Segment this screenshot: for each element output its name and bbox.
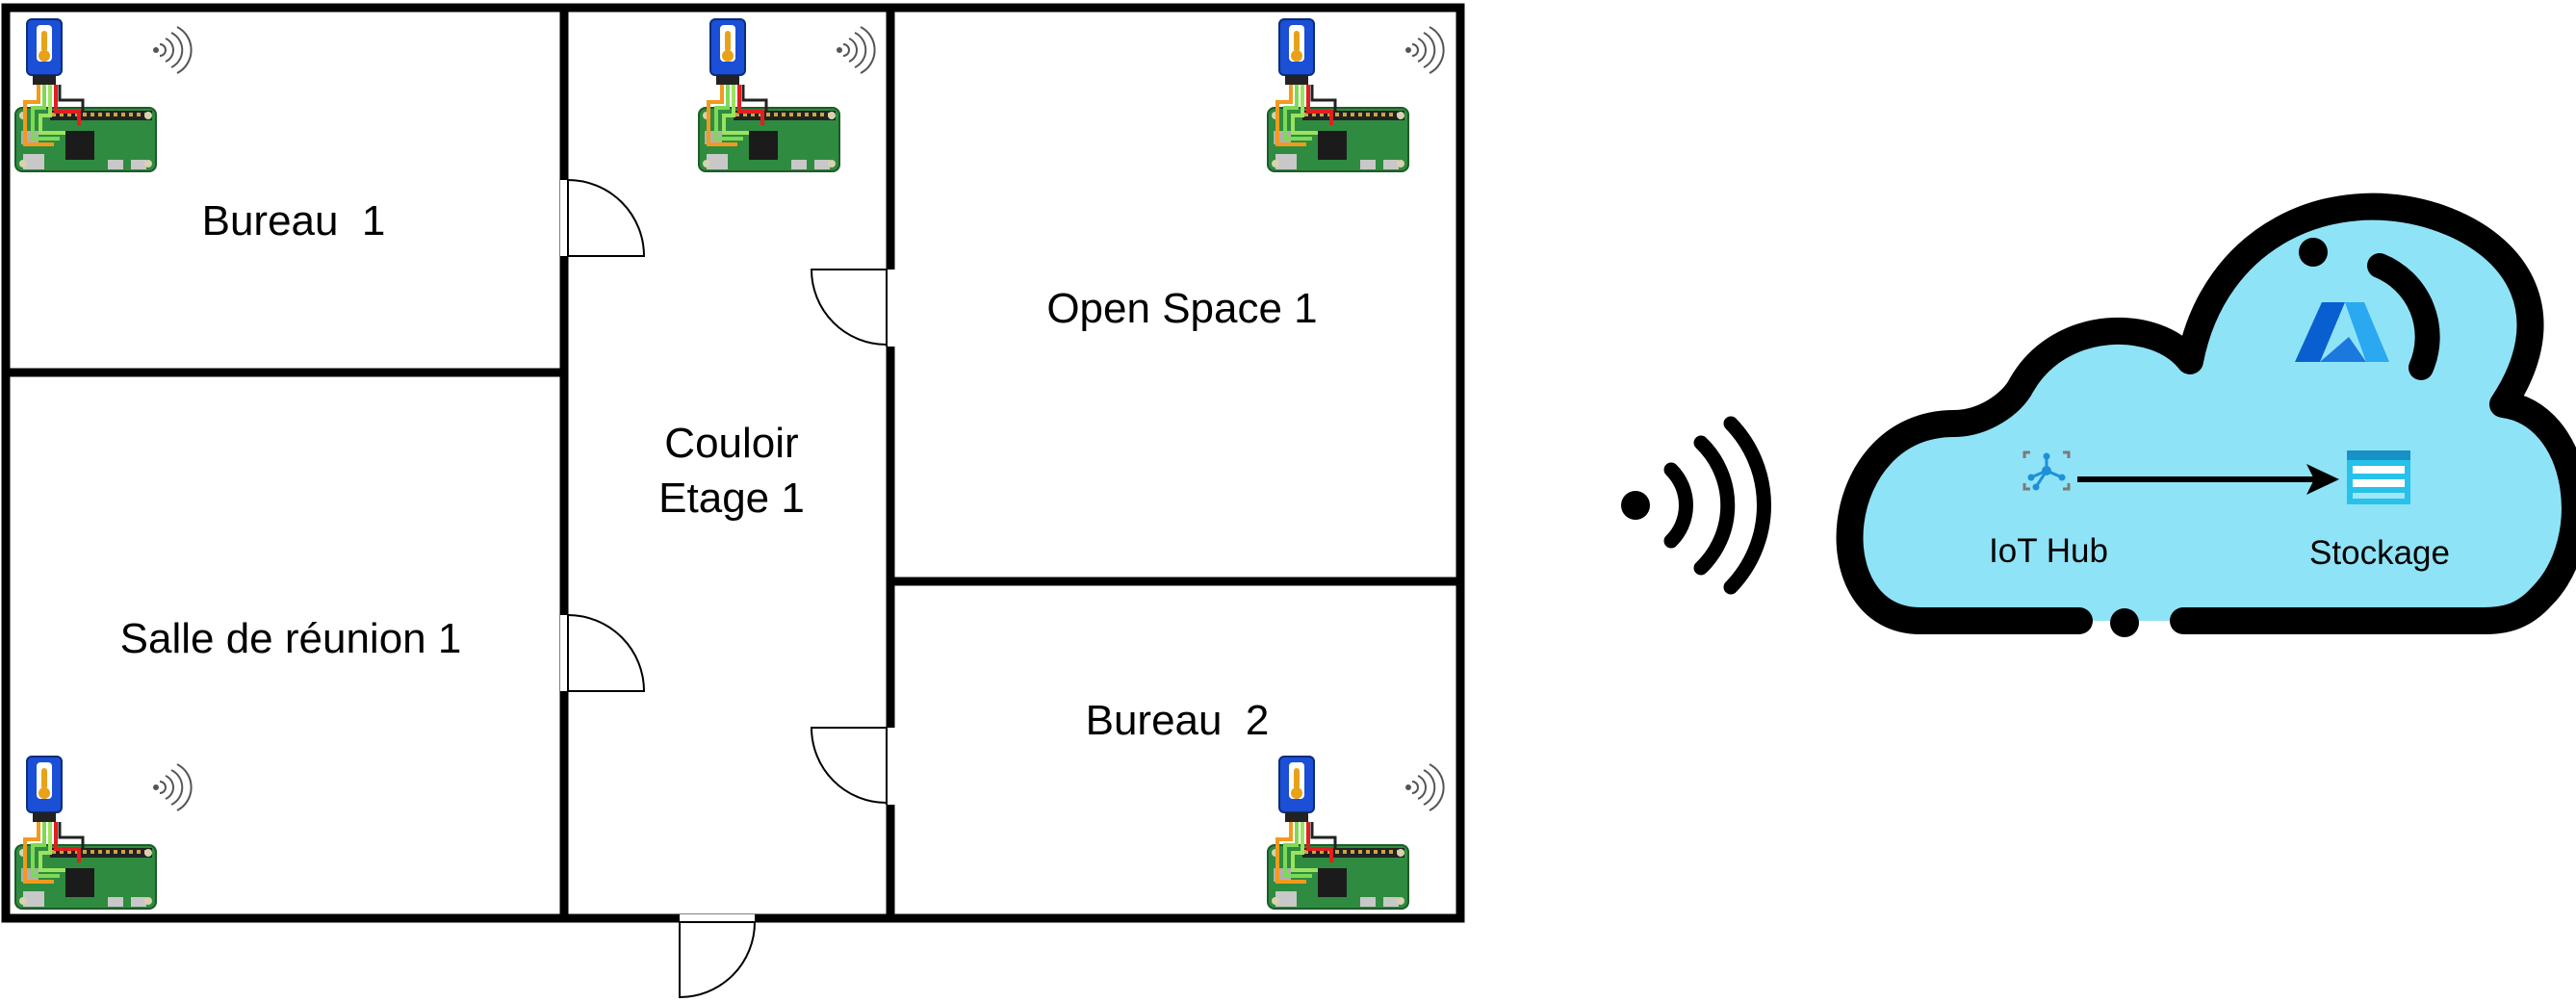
room-label-bureau2: Bureau 2 xyxy=(1086,697,1270,744)
room-label-salle-reunion1: Salle de réunion 1 xyxy=(120,615,462,662)
raspberry-pi-sensor-icon xyxy=(1266,17,1446,173)
storage-icon xyxy=(2347,450,2410,504)
room-label-open-space1: Open Space 1 xyxy=(1046,285,1317,332)
door-bureau2 xyxy=(810,727,895,805)
room-label-couloir-line1: Couloir xyxy=(664,420,798,467)
raspberry-pi-sensor-icon xyxy=(13,755,193,911)
wireless-signal-icon xyxy=(1621,416,1771,595)
raspberry-pi-sensor-icon xyxy=(13,17,193,173)
raspberry-pi-sensor-icon xyxy=(697,17,877,173)
room-label-bureau1: Bureau 1 xyxy=(202,197,386,244)
iot-hub-icon xyxy=(2022,450,2071,491)
door-main-entrance xyxy=(679,914,756,999)
storage-label: Stockage xyxy=(2309,534,2450,572)
iot-hub-label: IoT Hub xyxy=(1989,532,2108,570)
data-flow-arrow xyxy=(2077,464,2339,495)
azure-logo-icon xyxy=(2295,302,2389,362)
room-label-couloir-line2: Etage 1 xyxy=(658,475,805,522)
cloud-dot-bottom xyxy=(2110,608,2139,637)
cloud-dot-top xyxy=(2299,238,2328,267)
door-open-space1 xyxy=(810,269,895,347)
door-bureau1 xyxy=(560,179,646,257)
cloud-highlight-arc xyxy=(2367,253,2440,380)
cloud-shape xyxy=(1836,193,2576,634)
azure-cloud: IoT Hub Stockage xyxy=(1836,193,2576,637)
door-salle-reunion1 xyxy=(560,614,646,692)
raspberry-pi-sensor-icon xyxy=(1266,755,1446,911)
doors xyxy=(560,179,895,999)
